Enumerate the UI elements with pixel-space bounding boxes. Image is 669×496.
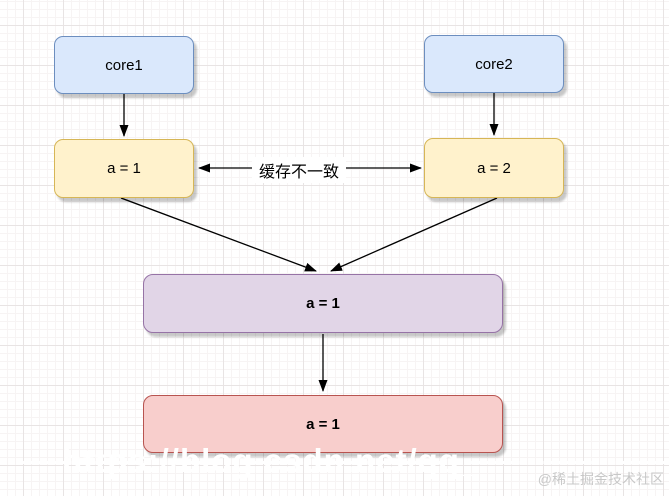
arrow-cache2-to-shared <box>330 197 498 272</box>
node-core1-cache: a = 1 <box>54 139 194 198</box>
node-core2-cache: a = 2 <box>424 138 564 198</box>
white-dashed-line-watermark <box>0 461 669 464</box>
node-core1-label: core1 <box>105 56 143 74</box>
node-shared-value-1-label: a = 1 <box>306 295 340 312</box>
node-core2: core2 <box>424 35 564 93</box>
community-watermark: @稀土掘金技术社区 <box>537 471 664 487</box>
node-shared-value-2: a = 1 <box>143 395 503 453</box>
node-core1: core1 <box>54 36 194 94</box>
node-shared-value-2-label: a = 1 <box>306 415 340 433</box>
node-core2-label: core2 <box>475 55 513 73</box>
url-watermark: https://blog.csdn.net/qq_ <box>62 442 480 479</box>
node-core1-cache-label: a = 1 <box>107 160 141 177</box>
node-core2-cache-label: a = 2 <box>477 159 511 177</box>
arrow-cache1-to-shared <box>120 197 317 272</box>
edge-label-cache-inconsistency: 缓存不一致 <box>252 157 347 183</box>
node-shared-value-1: a = 1 <box>143 274 503 333</box>
